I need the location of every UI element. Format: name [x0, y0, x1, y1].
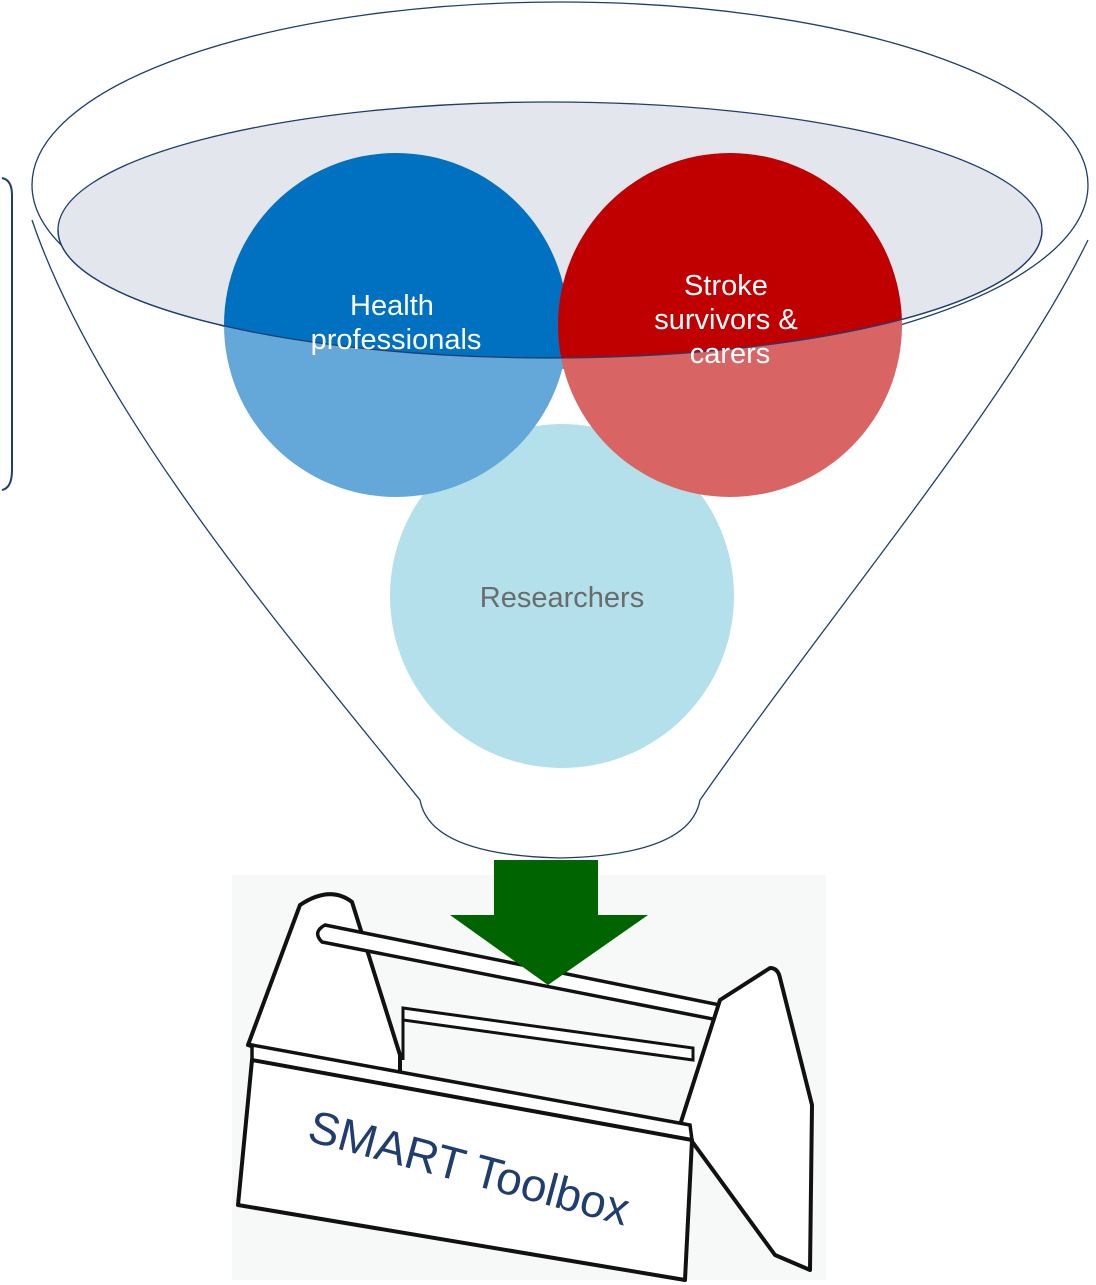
stroke-label-line: survivors &: [654, 304, 797, 336]
health-professionals-circle: [224, 153, 568, 497]
stroke-survivors-label: Stroke survivors & carers: [654, 270, 805, 370]
health-professionals-label: Health professionals: [311, 290, 482, 356]
stroke-label-line: Stroke: [684, 270, 768, 302]
down-arrow: [450, 860, 648, 985]
researchers-circle: [390, 424, 734, 768]
stroke-survivors-circle: [558, 153, 902, 497]
health-circle-upper: [224, 153, 568, 358]
toolbox-front-panel: [236, 1058, 694, 1282]
toolbox-right-end: [678, 966, 814, 1272]
stroke-label-line: carers: [690, 338, 771, 370]
researchers-label: Researchers: [480, 582, 644, 614]
researchers-label-line: Researchers: [480, 582, 644, 614]
left-edge-bracket: [1, 177, 13, 491]
health-label-line: professionals: [311, 324, 482, 356]
stroke-circle-upper: [558, 153, 902, 358]
funnel-rim-front-line: [57, 229, 1043, 359]
health-label-line: Health: [350, 290, 434, 322]
